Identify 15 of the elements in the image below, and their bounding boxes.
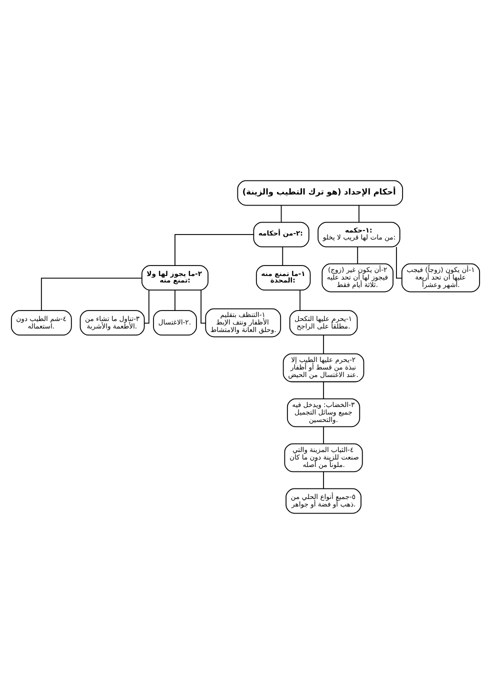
connector	[358, 205, 360, 223]
connector	[323, 426, 324, 444]
connector	[282, 246, 284, 266]
connector	[174, 234, 254, 266]
connector	[396, 246, 402, 279]
connector	[144, 290, 150, 324]
connector	[280, 205, 282, 223]
connector	[323, 334, 324, 354]
connector	[174, 290, 176, 311]
node-box: أحكام الإحداد (هو ترك التطيب والزينة)	[237, 180, 404, 206]
connector	[323, 471, 324, 490]
connector	[40, 278, 142, 311]
connector	[357, 246, 358, 264]
connector	[323, 381, 324, 400]
connector	[200, 290, 206, 324]
